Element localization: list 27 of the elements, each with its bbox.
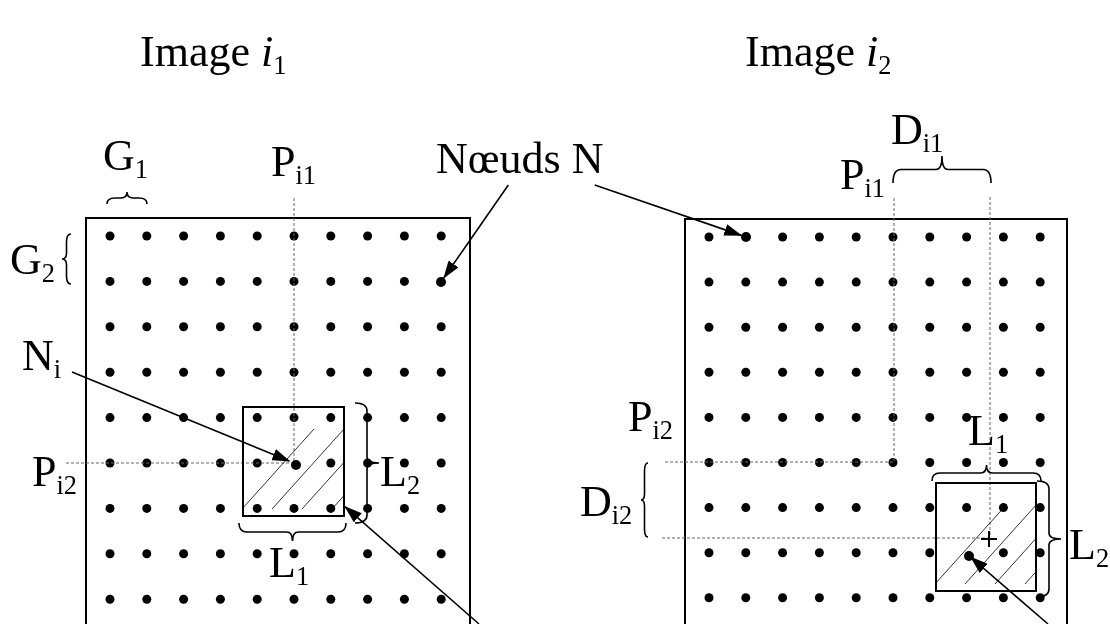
symbol-label: P$_{i1}$ [840, 153, 885, 197]
symbol-label: P$_{i1}$ [271, 140, 316, 184]
grid-dot [436, 277, 446, 287]
symbol-label: P$_{i2}$ [628, 395, 673, 439]
symbol-label: D$_{i1}$ [891, 108, 944, 152]
image-title: Image i$_{2}$ [745, 30, 892, 74]
symbol-label: L$_{2}$ [380, 450, 421, 494]
leader-arrow [970, 556, 1049, 624]
symbol-label: G$_{2}$ [10, 238, 55, 282]
symbol-label: D$_{i2}$ [580, 480, 633, 524]
callout-label: Nœuds N [436, 137, 604, 181]
callout-label: N$_{i}$ [22, 334, 62, 378]
leader-arrow [71, 371, 291, 462]
image-title: Image i$_{1}$ [140, 30, 287, 74]
symbol-label: P$_{i2}$ [32, 450, 77, 494]
leader-arrow [594, 184, 743, 237]
window-box [242, 406, 345, 517]
window-box [935, 482, 1037, 592]
grid-dot [741, 232, 751, 242]
grid-dot [964, 551, 974, 561]
leader-arrow [344, 505, 480, 624]
grid-dot [291, 460, 301, 470]
symbol-label: G$_{1}$ [103, 134, 148, 178]
symbol-label: L$_{1}$ [968, 409, 1009, 453]
symbol-label: L$_{2}$ [1069, 523, 1110, 567]
symbol-label: L$_{1}$ [269, 541, 310, 585]
leader-arrow [443, 184, 510, 279]
